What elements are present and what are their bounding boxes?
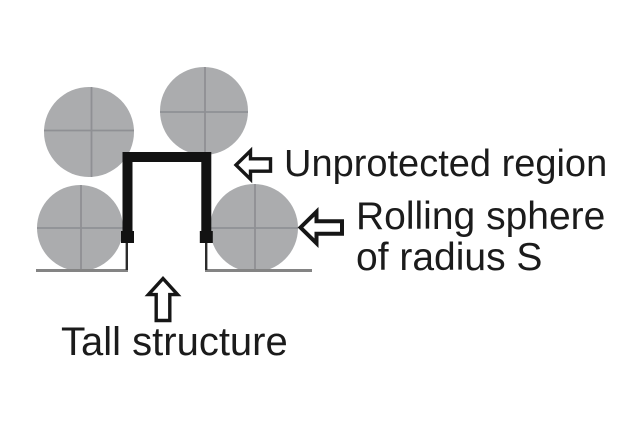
- rolling-sphere-top-left: [44, 87, 134, 177]
- unprotected-region-label: Unprotected region: [284, 143, 608, 185]
- rolling-sphere-bottom-left: [37, 185, 123, 271]
- left-arrow-icon-rolling-sphere: [297, 207, 344, 248]
- sphere-circle: [160, 67, 248, 155]
- tall-structure-label: Tall structure: [61, 320, 288, 364]
- left-arrow-icon-unprotected: [233, 146, 273, 184]
- structure-outline: [122, 152, 212, 242]
- rolling-sphere-label-line2: of radius S: [356, 236, 543, 279]
- up-arrow-icon-tall-structure: [144, 275, 182, 323]
- rolling-sphere-label: Rolling sphere of radius S: [356, 196, 605, 278]
- sphere-circle: [44, 87, 134, 177]
- rolling-sphere-top-middle: [160, 67, 248, 155]
- rolling-sphere-label-line1: Rolling sphere: [356, 195, 606, 238]
- rolling-sphere-bottom-right: [210, 184, 298, 272]
